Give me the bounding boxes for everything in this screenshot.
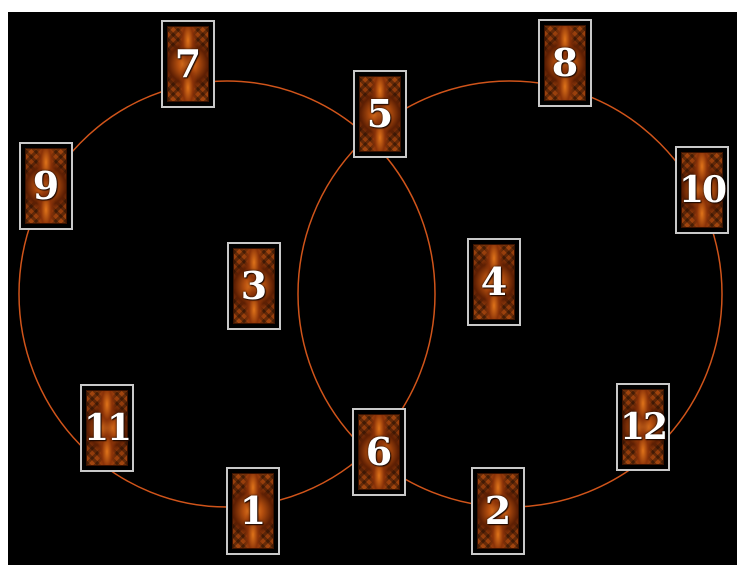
card-number: 1 <box>228 492 278 530</box>
card-number: 8 <box>540 44 590 82</box>
tarot-spread-board: 7 5 8 9 10 3 4 11 6 12 1 <box>8 12 737 565</box>
card-7[interactable]: 7 <box>161 20 215 108</box>
card-number: 2 <box>473 492 523 530</box>
card-6[interactable]: 6 <box>352 408 406 496</box>
card-number: 9 <box>21 167 71 205</box>
card-4[interactable]: 4 <box>467 238 521 326</box>
card-11[interactable]: 11 <box>80 384 134 472</box>
card-10[interactable]: 10 <box>675 146 729 234</box>
card-number: 12 <box>618 408 668 446</box>
card-number: 11 <box>82 409 132 447</box>
card-1[interactable]: 1 <box>226 467 280 555</box>
card-5[interactable]: 5 <box>353 70 407 158</box>
card-3[interactable]: 3 <box>227 242 281 330</box>
card-number: 4 <box>469 263 519 301</box>
card-number: 6 <box>354 433 404 471</box>
card-number: 10 <box>677 171 727 209</box>
card-9[interactable]: 9 <box>19 142 73 230</box>
card-number: 7 <box>163 45 213 83</box>
card-2[interactable]: 2 <box>471 467 525 555</box>
card-number: 3 <box>229 267 279 305</box>
card-number: 5 <box>355 95 405 133</box>
card-12[interactable]: 12 <box>616 383 670 471</box>
card-8[interactable]: 8 <box>538 19 592 107</box>
